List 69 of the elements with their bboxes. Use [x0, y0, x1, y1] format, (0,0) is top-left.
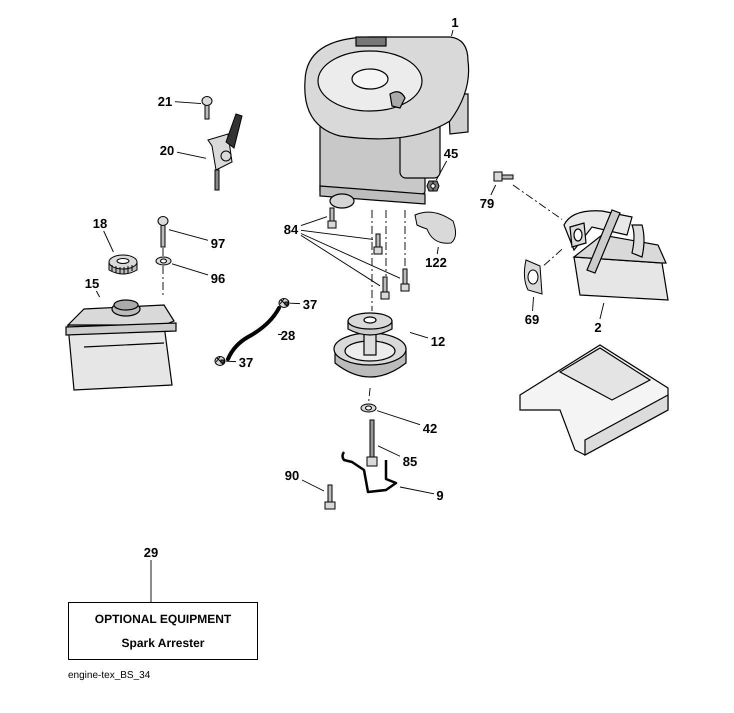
leader-line: [290, 302, 300, 304]
center-line: [162, 266, 164, 298]
bolt-drawing: [373, 233, 383, 255]
leader-line: [150, 560, 152, 602]
callout-number: 79: [477, 195, 497, 211]
leader-line: [300, 233, 400, 279]
callout-number: 122: [422, 254, 450, 270]
leader-line: [378, 445, 400, 457]
nut-drawing: [426, 180, 440, 192]
callout-number: 15: [82, 275, 102, 291]
callout-number: 18: [90, 215, 110, 231]
leader-line: [278, 334, 282, 336]
drawing-code: engine-tex_BS_34: [68, 671, 150, 681]
leader-line: [103, 230, 114, 252]
callout-number: 97: [208, 235, 228, 251]
callout-number: 37: [236, 354, 256, 370]
center-line: [368, 388, 371, 404]
callout-number: 37: [300, 296, 320, 312]
leader-line: [300, 234, 380, 286]
leader-line: [172, 263, 208, 276]
center-line: [162, 248, 164, 256]
leader-line: [376, 410, 420, 426]
callout-number: 96: [208, 270, 228, 286]
center-line: [544, 248, 562, 266]
leader-line: [436, 246, 439, 254]
hose-clamp-drawing: [214, 355, 226, 367]
bolt-drawing: [400, 268, 410, 292]
screw-drawing: [157, 216, 169, 248]
leader-line: [174, 101, 202, 104]
leader-line: [226, 360, 236, 362]
leader-line: [168, 229, 208, 241]
leader-line: [451, 30, 454, 36]
leader-line: [300, 216, 328, 226]
leader-line: [176, 152, 206, 159]
callout-number: 69: [522, 311, 542, 327]
note-box: [68, 602, 258, 660]
bolt-drawing: [324, 484, 336, 510]
callout-number: 29: [141, 544, 161, 560]
bolt-drawing: [327, 207, 337, 229]
screw-drawing: [201, 96, 213, 120]
leader-line: [410, 332, 428, 338]
center-line: [404, 210, 406, 268]
callout-number: 85: [400, 453, 420, 469]
leader-line: [400, 486, 434, 494]
callout-number: 20: [157, 142, 177, 158]
leader-line: [532, 296, 534, 312]
callout-number: 28: [278, 327, 298, 343]
callout-number: 90: [282, 467, 302, 483]
leader-line: [300, 230, 374, 240]
callout-number: 84: [281, 221, 301, 237]
washer-drawing: [360, 403, 377, 413]
callout-number: 2: [592, 319, 604, 335]
leader-line: [490, 184, 496, 196]
hose-clamp-drawing: [278, 297, 290, 309]
washer-drawing: [155, 256, 172, 266]
callout-number: 42: [420, 420, 440, 436]
note-text: OPTIONAL EQUIPMENT: [94, 613, 232, 625]
leader-line: [600, 302, 604, 320]
callout-number: 9: [434, 487, 446, 503]
note-text: Spark Arrester: [122, 637, 204, 649]
callout-number: 1: [449, 14, 461, 30]
callout-number: 21: [155, 93, 175, 109]
callout-number: 12: [428, 333, 448, 349]
leader-line: [302, 480, 324, 492]
bolt-drawing: [380, 276, 390, 300]
callout-number: 45: [441, 145, 461, 161]
bolt-drawing: [366, 419, 378, 467]
leader-line: [96, 290, 100, 298]
center-line: [512, 184, 562, 220]
